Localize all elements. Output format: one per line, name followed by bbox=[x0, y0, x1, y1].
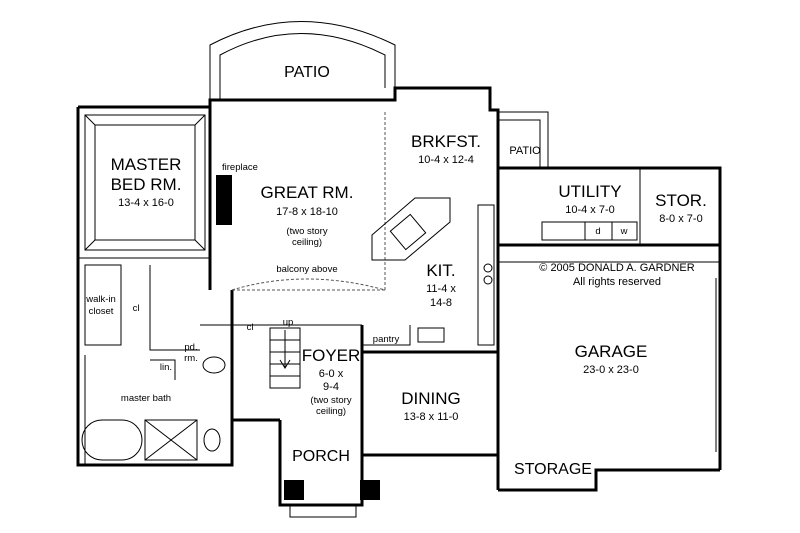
master-bedroom-label-line1: MASTER bbox=[111, 155, 182, 174]
room-labels: PATIO PATIO MASTER BED RM. 13-4 x 16-0 f… bbox=[85, 64, 707, 478]
master-bedroom-dimensions: 13-4 x 16-0 bbox=[118, 197, 174, 209]
foyer-dimensions-line2: 9-4 bbox=[323, 381, 339, 393]
walls bbox=[76, 21, 722, 518]
kitchen-dimensions-line1: 11-4 x bbox=[426, 283, 456, 295]
foyer-closet-label: cl bbox=[247, 322, 254, 333]
dining-label: DINING bbox=[401, 389, 461, 408]
breakfast-label: BRKFST. bbox=[411, 132, 481, 151]
storage-room-label: STOR. bbox=[655, 191, 707, 210]
foyer-label: FOYER bbox=[302, 346, 361, 365]
walk-in-closet-label-line2: closet bbox=[89, 306, 114, 317]
dining-dimensions: 13-8 x 11-0 bbox=[404, 411, 459, 423]
patio-top-label: PATIO bbox=[284, 64, 330, 81]
garage-label: GARAGE bbox=[575, 342, 648, 361]
storage-label: STORAGE bbox=[514, 461, 592, 478]
great-room-dimensions: 17-8 x 18-10 bbox=[276, 206, 338, 218]
stairs-up-label: up bbox=[283, 317, 294, 328]
foyer-note-line1: (two story bbox=[310, 395, 351, 406]
master-bath-label: master bath bbox=[121, 393, 171, 404]
washer-label: w bbox=[620, 226, 628, 237]
copyright-notice: © 2005 DONALD A. GARDNER All rights rese… bbox=[539, 262, 694, 288]
balcony-label: balcony above bbox=[276, 264, 337, 275]
powder-room-label-line2: rm. bbox=[184, 353, 198, 364]
breakfast-dimensions: 10-4 x 12-4 bbox=[418, 154, 474, 166]
great-room-note-line1: (two story bbox=[286, 226, 327, 237]
fireplace-label: fireplace bbox=[222, 162, 258, 173]
copyright-line1: © 2005 DONALD A. GARDNER bbox=[539, 262, 694, 274]
kitchen-label: KIT. bbox=[426, 261, 455, 280]
garage-dimensions: 23-0 x 23-0 bbox=[583, 364, 639, 376]
powder-room-label-line1: pd. bbox=[184, 342, 197, 353]
great-room-label: GREAT RM. bbox=[261, 183, 354, 202]
patio-side-label: PATIO bbox=[509, 145, 541, 157]
kitchen-dimensions-line2: 14-8 bbox=[430, 297, 452, 309]
dryer-label: d bbox=[595, 226, 600, 237]
porch-label: PORCH bbox=[292, 448, 350, 465]
walk-in-closet-label-line1: walk-in bbox=[85, 294, 116, 305]
foyer-note-line2: ceiling) bbox=[316, 406, 346, 417]
linen-closet-label: lin. bbox=[160, 362, 172, 373]
master-closet-label: cl bbox=[133, 303, 140, 314]
utility-dimensions: 10-4 x 7-0 bbox=[565, 204, 615, 216]
great-room-note-line2: ceiling) bbox=[292, 237, 322, 248]
pantry-label: pantry bbox=[373, 334, 400, 345]
storage-room-dimensions: 8-0 x 7-0 bbox=[659, 213, 702, 225]
master-bedroom-label-line2: BED RM. bbox=[111, 175, 182, 194]
foyer-dimensions-line1: 6-0 x bbox=[319, 368, 344, 380]
utility-label: UTILITY bbox=[558, 182, 621, 201]
copyright-line2: All rights reserved bbox=[573, 276, 661, 288]
